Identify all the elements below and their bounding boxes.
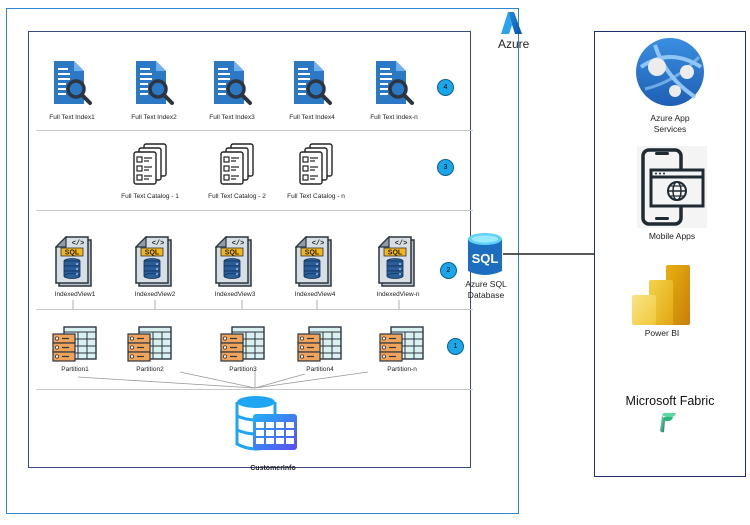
partition-label: Partition1	[61, 366, 89, 373]
sql-indexed-view-icon: </> SQL	[377, 235, 415, 287]
catalog-stack-icon	[299, 143, 333, 185]
layer-badge-3: 3	[437, 159, 454, 176]
svg-text:SQL: SQL	[65, 250, 80, 257]
svg-text:</>: </>	[232, 240, 245, 248]
full-text-index-item[interactable]	[52, 60, 92, 111]
full-text-catalog-label: Full Text Catalog - 2	[208, 193, 266, 200]
microsoft-fabric[interactable]	[656, 411, 680, 440]
partition-table-icon	[127, 326, 172, 362]
database-label-line1: Azure SQL	[465, 279, 507, 289]
document-search-icon	[214, 61, 252, 105]
partition-label: Partition4	[306, 366, 334, 373]
layer-divider	[36, 389, 473, 390]
svg-text:SQL: SQL	[145, 250, 160, 257]
partition-item[interactable]	[52, 326, 98, 369]
sql-database-icon: SQL	[468, 233, 502, 275]
app-services-label-line1: Azure App	[650, 113, 690, 123]
partition-table-icon	[220, 326, 265, 362]
full-text-index-item[interactable]	[212, 60, 252, 111]
partition-label: Partition3	[229, 366, 257, 373]
partition-item[interactable]	[220, 326, 266, 369]
layer-divider	[36, 210, 473, 211]
indexed-view-label: IndexedView2	[134, 291, 176, 298]
svg-text:SQL: SQL	[305, 250, 320, 257]
sql-indexed-view-icon: </> SQL	[214, 235, 252, 287]
layer-badge-1: 1	[447, 338, 464, 355]
customer-info-label: CustomerInfo	[250, 465, 296, 472]
azure-sql-database-label: Azure SQL Database	[465, 279, 507, 301]
partition-item[interactable]	[379, 326, 425, 369]
layer-badge-4: 4	[437, 79, 454, 96]
svg-text:</>: </>	[72, 240, 85, 248]
azure-logo-icon	[501, 12, 522, 34]
indexed-view-item[interactable]: </> SQL	[294, 235, 335, 293]
partition-item[interactable]	[297, 326, 343, 369]
full-text-index-label: Full Text Index1	[49, 114, 95, 121]
layer-divider	[36, 309, 473, 310]
mobile-apps[interactable]	[637, 146, 707, 228]
full-text-index-item[interactable]	[134, 60, 174, 111]
full-text-index-label: Full Text Index2	[131, 114, 177, 121]
azure-label: Azure	[498, 37, 530, 51]
app-services-label: Azure App Services	[650, 113, 689, 135]
svg-text:</>: </>	[152, 240, 165, 248]
azure-cloud-boundary	[6, 8, 519, 514]
indexed-view-item[interactable]: </> SQL	[214, 235, 255, 293]
partition-table-icon	[297, 326, 342, 362]
indexed-view-label: IndexedView-n	[376, 291, 420, 298]
partition-label: Partition2	[136, 366, 164, 373]
partition-table-icon	[52, 326, 97, 362]
sql-indexed-view-icon: </> SQL	[54, 235, 92, 287]
document-search-icon	[54, 61, 92, 105]
full-text-index-label: Full Text Index3	[209, 114, 255, 121]
layer-badge-2: 2	[440, 262, 457, 279]
indexed-view-label: IndexedView3	[214, 291, 256, 298]
svg-text:</>: </>	[312, 240, 325, 248]
mobile-apps-label: Mobile Apps	[648, 231, 696, 241]
app-services-label-line2: Services	[653, 124, 687, 134]
svg-text:SQL: SQL	[388, 250, 403, 257]
full-text-catalog-item[interactable]	[298, 143, 334, 192]
indexed-view-item[interactable]: </> SQL	[377, 235, 418, 293]
layer-divider	[36, 130, 473, 131]
partition-label: Partition-n	[387, 366, 417, 373]
power-bi-label: Power BI	[644, 328, 680, 338]
power-bi[interactable]	[632, 264, 692, 331]
customer-info-table[interactable]	[235, 394, 299, 463]
indexed-view-label: IndexedView4	[294, 291, 336, 298]
full-text-index-item[interactable]	[374, 60, 414, 111]
svg-text:</>: </>	[395, 240, 408, 248]
partition-item[interactable]	[127, 326, 173, 369]
svg-text:SQL: SQL	[225, 250, 240, 257]
sql-indexed-view-icon: </> SQL	[134, 235, 172, 287]
document-search-icon	[294, 61, 332, 105]
full-text-catalog-label: Full Text Catalog - 1	[121, 193, 179, 200]
full-text-catalog-item[interactable]	[132, 143, 168, 192]
azure-sql-database[interactable]: SQL	[466, 232, 504, 283]
azure-app-services[interactable]	[635, 37, 705, 112]
full-text-index-item[interactable]	[292, 60, 332, 111]
document-search-icon	[376, 61, 414, 105]
fabric-logo-icon	[660, 413, 676, 433]
microsoft-fabric-label: Microsoft Fabric	[625, 394, 715, 408]
document-search-icon	[136, 61, 174, 105]
catalog-stack-icon	[220, 143, 254, 185]
full-text-index-label: Full Text Index4	[289, 114, 335, 121]
mobile-phone-globe-icon	[641, 148, 705, 226]
sql-indexed-view-icon: </> SQL	[294, 235, 332, 287]
full-text-index-label: Full Text Index-n	[370, 114, 418, 121]
indexed-view-item[interactable]: </> SQL	[134, 235, 175, 293]
app-services-icon	[636, 38, 704, 106]
database-table-icon	[235, 396, 297, 451]
database-label-line2: Database	[467, 290, 505, 300]
svg-text:SQL: SQL	[472, 251, 499, 266]
azure-logo	[500, 11, 522, 40]
full-text-catalog-item[interactable]	[219, 143, 255, 192]
indexed-view-label: IndexedView1	[54, 291, 96, 298]
power-bi-icon	[632, 265, 690, 325]
indexed-view-item[interactable]: </> SQL	[54, 235, 95, 293]
full-text-catalog-label: Full Text Catalog - n	[287, 193, 345, 200]
partition-table-icon	[379, 326, 424, 362]
catalog-stack-icon	[133, 143, 167, 185]
